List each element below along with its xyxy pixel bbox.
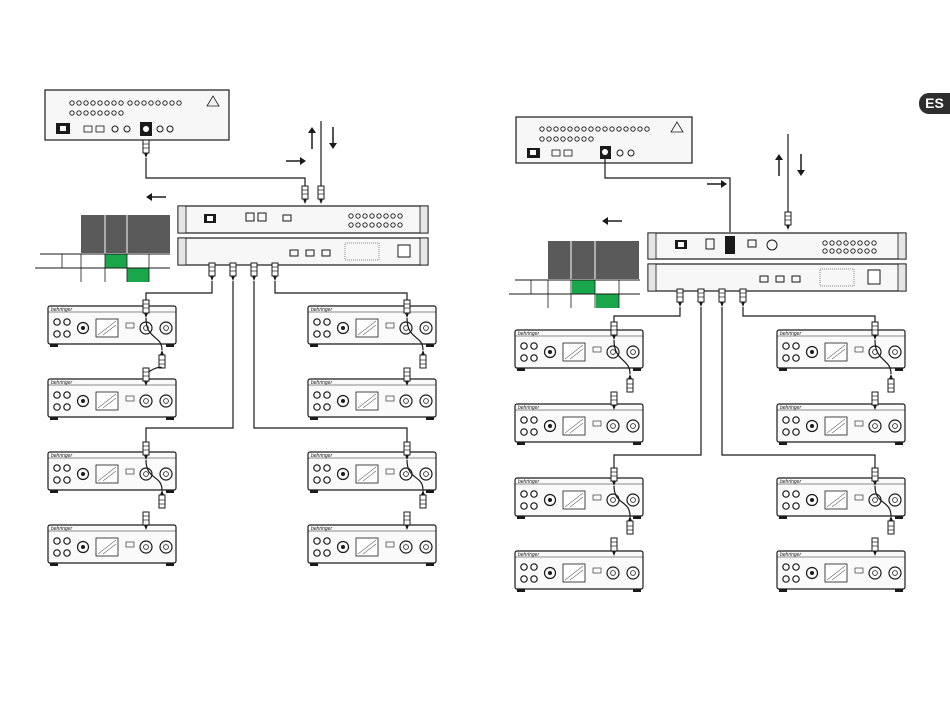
amp-left-4 [48, 525, 176, 566]
amp-right-2 [515, 404, 643, 445]
mixer-unit [45, 90, 229, 140]
amp-right-8 [777, 551, 905, 592]
mixer-unit-right [516, 117, 692, 163]
amp-left-5 [308, 306, 436, 347]
amp-right-6 [777, 404, 905, 445]
rack-processor-top [178, 206, 428, 233]
amp-right-7 [777, 478, 905, 519]
rack-processor-bottom-right [648, 264, 906, 291]
amp-left-7 [308, 452, 436, 493]
signal-in-arrow [286, 157, 306, 165]
amp-right-4 [515, 551, 643, 592]
arrow-up-icon [308, 127, 316, 149]
amp-right-5 [777, 330, 905, 371]
signal-out-arrow-right [602, 217, 622, 225]
amp-right-1 [515, 330, 643, 371]
rack-processor-top-right [648, 233, 906, 259]
amp-left-8 [308, 525, 436, 566]
signal-in-arrow-right [707, 180, 727, 188]
arrow-down-icon-right [797, 154, 805, 176]
arrow-down-icon [329, 127, 337, 149]
routing-table-right [509, 241, 640, 308]
routing-table [35, 215, 170, 282]
left-wiring-diagram [35, 90, 436, 566]
right-wiring-diagram [509, 117, 906, 592]
rack-processor-bottom [178, 238, 428, 265]
amp-left-2 [48, 379, 176, 420]
amp-left-3 [48, 452, 176, 493]
arrow-up-icon-right [775, 154, 783, 176]
amp-left-1 [48, 306, 176, 347]
amp-right-3 [515, 478, 643, 519]
signal-out-arrow [146, 193, 166, 201]
amp-left-6 [308, 379, 436, 420]
